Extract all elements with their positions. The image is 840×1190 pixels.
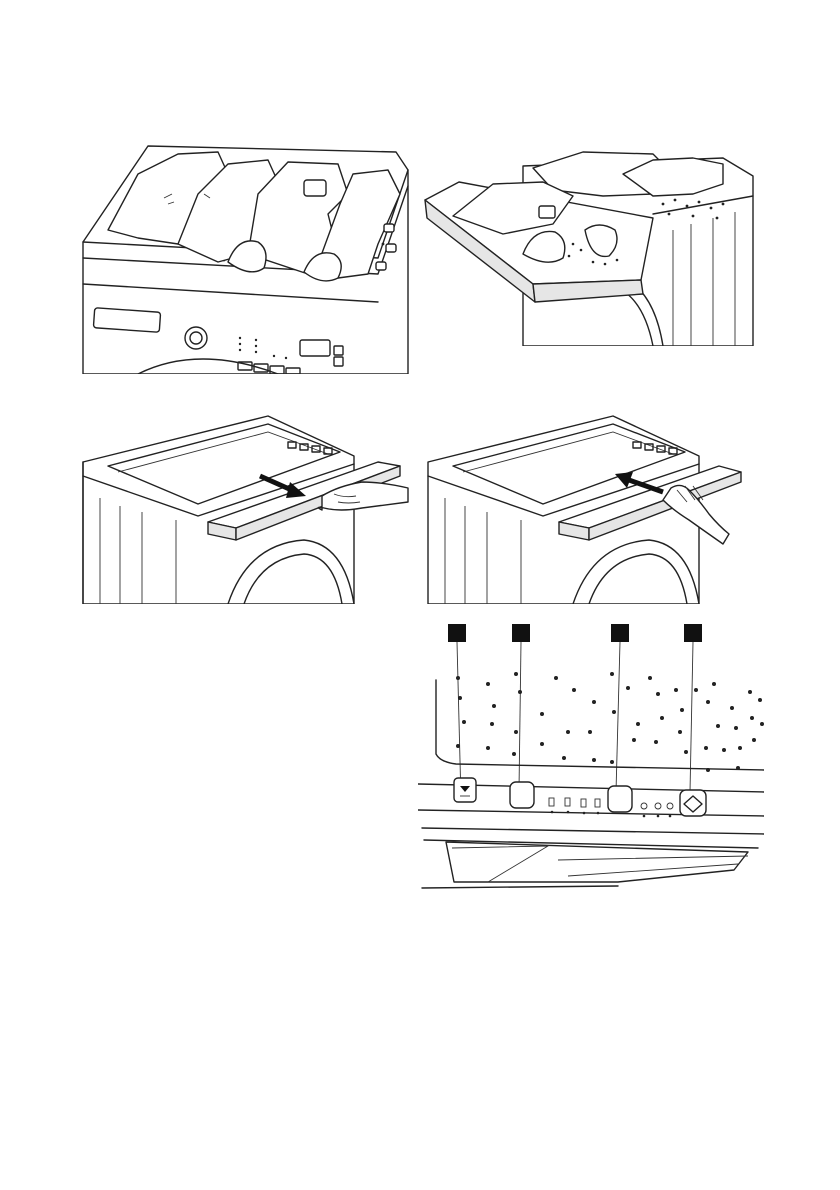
figure-control-panel-detail [418,620,764,895]
laundry-on-top-illustration [78,134,409,374]
push-drawer-in-illustration [78,412,409,604]
figure-pull-drawer-out [423,412,764,604]
callout-1 [448,624,466,642]
figure-laundry-on-drawer [423,134,764,346]
figure-laundry-on-top [78,134,409,374]
figure-push-drawer-in [78,412,409,604]
callout-4 [684,624,702,642]
laundry-on-drawer-illustration [423,134,764,346]
callout-3 [611,624,629,642]
pull-drawer-out-illustration [423,412,764,604]
callout-2 [512,624,530,642]
control-panel-illustration [418,620,764,895]
